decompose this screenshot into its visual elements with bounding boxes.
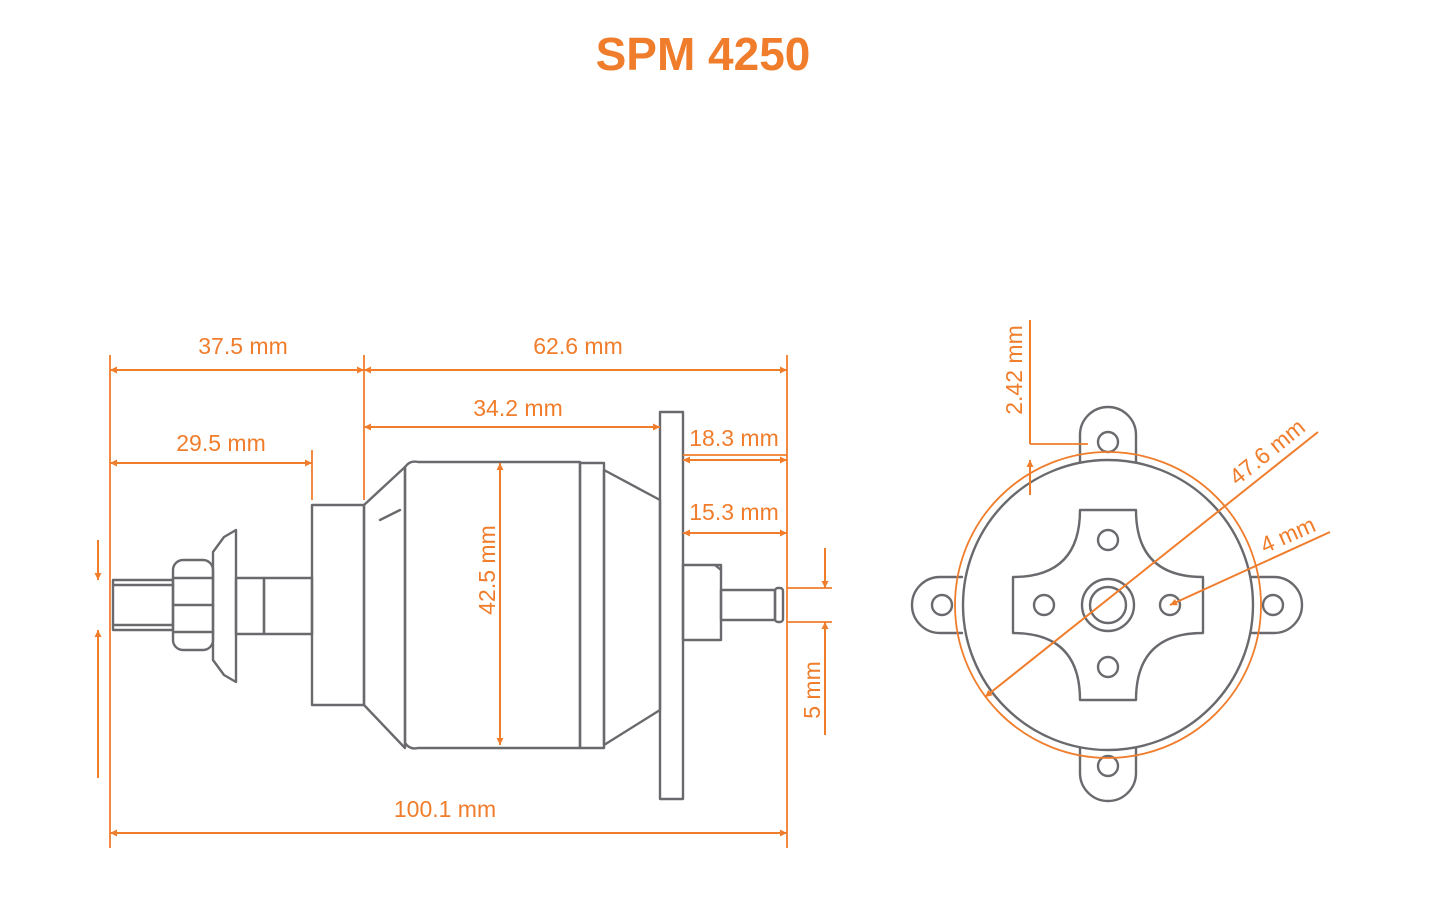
rear-shaft — [719, 586, 785, 624]
rear-hub — [681, 563, 723, 642]
plate-holes — [1032, 528, 1182, 679]
motor-can — [403, 460, 606, 750]
label-2-42: 2.42 mm — [1001, 325, 1027, 414]
label-29-5: 29.5 mm — [176, 430, 265, 456]
side-dimension-lines — [94, 366, 829, 837]
mounting-tabs — [910, 405, 1304, 803]
motor-body-circle — [961, 458, 1255, 752]
threaded-prop-shaft — [111, 578, 175, 632]
prop-washer — [211, 528, 238, 684]
shaft-hub-outer — [1080, 577, 1136, 633]
label-34-2: 34.2 mm — [473, 395, 562, 421]
label-47-6: 47.6 mm — [1224, 414, 1310, 491]
mounting-tab-top — [1078, 405, 1138, 464]
rear-cone — [602, 468, 662, 747]
label-5: 5 mm — [799, 661, 825, 719]
cross-mount-plate — [1011, 508, 1205, 702]
label-18-3: 18.3 mm — [689, 425, 778, 451]
front-dimension-labels: 2.42 mm 47.6 mm 4 mm — [1001, 325, 1319, 558]
front-view — [910, 405, 1304, 803]
label-42-5: 42.5 mm — [474, 525, 500, 614]
mounting-tab-right — [1250, 575, 1304, 635]
tab-holes — [930, 430, 1285, 778]
side-view — [111, 410, 785, 801]
label-62-6: 62.6 mm — [533, 333, 622, 359]
dim-line-4 — [1169, 531, 1331, 606]
front-bearing-housing — [310, 465, 407, 750]
front-dimension-lines — [954, 320, 1331, 759]
prop-adapter-collar — [234, 576, 314, 636]
mounting-tab-left — [910, 575, 964, 635]
label-100-1: 100.1 mm — [394, 796, 496, 822]
shaft-hub-inner — [1088, 585, 1128, 625]
mounting-tab-bottom — [1078, 746, 1138, 803]
prop-nut — [171, 558, 215, 652]
mounting-flange — [658, 410, 685, 801]
page-title: SPM 4250 — [596, 28, 811, 80]
dim-line-47-6 — [984, 431, 1319, 698]
side-dimension-labels: 37.5 mm 62.6 mm 34.2 mm 29.5 mm 18.3 mm … — [176, 333, 825, 822]
label-15-3: 15.3 mm — [689, 499, 778, 525]
label-37-5: 37.5 mm — [198, 333, 287, 359]
bolt-circle — [954, 451, 1262, 759]
